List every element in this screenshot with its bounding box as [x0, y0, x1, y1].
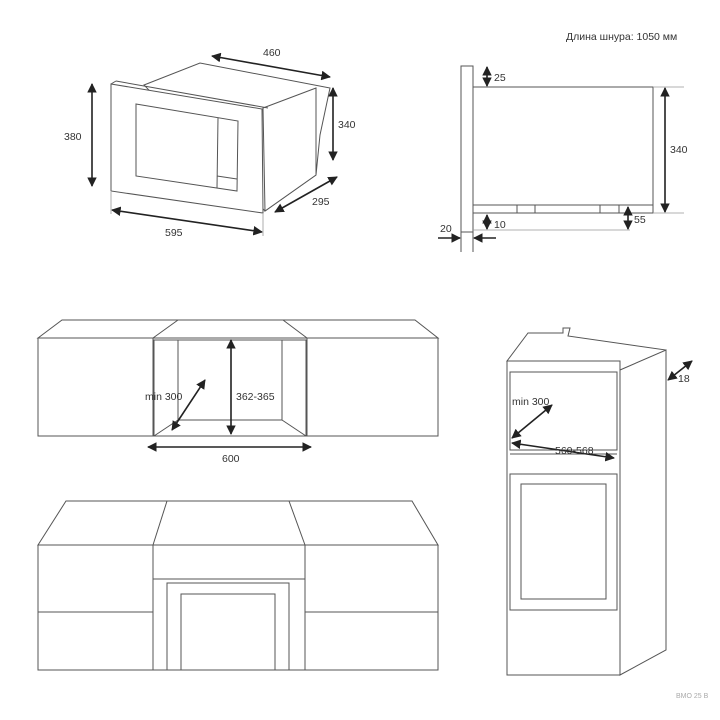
dim-295: 295 — [312, 196, 330, 208]
dim-55: 55 — [634, 214, 646, 226]
dim-560-568: 560-568 — [555, 445, 594, 457]
dim-18: 18 — [678, 373, 690, 385]
wall-cabinet-view: min 300 362-365 600 — [36, 319, 440, 465]
iso-microwave-view: 460 380 340 295 595 — [64, 47, 356, 239]
dim-460: 460 — [263, 47, 281, 59]
dim-min-300-column: min 300 — [512, 396, 550, 408]
dim-362-365: 362-365 — [236, 391, 275, 403]
side-view: 25 340 10 55 20 — [438, 65, 688, 252]
dim-min-300: min 300 — [145, 391, 183, 403]
dim-380: 380 — [64, 131, 82, 143]
dim-340: 340 — [338, 119, 356, 131]
dim-20: 20 — [440, 223, 452, 235]
dim-25: 25 — [494, 72, 506, 84]
dim-595: 595 — [165, 227, 183, 239]
dim-600: 600 — [222, 453, 240, 465]
model-label: BMO 25 B — [676, 693, 709, 700]
dim-10: 10 — [494, 219, 506, 231]
dim-340-side: 340 — [670, 144, 688, 156]
base-cabinet-view — [37, 500, 439, 671]
column-cabinet-view: min 300 560-568 18 — [506, 327, 693, 676]
cord-length-label: Длина шнура: 1050 мм — [566, 31, 677, 43]
